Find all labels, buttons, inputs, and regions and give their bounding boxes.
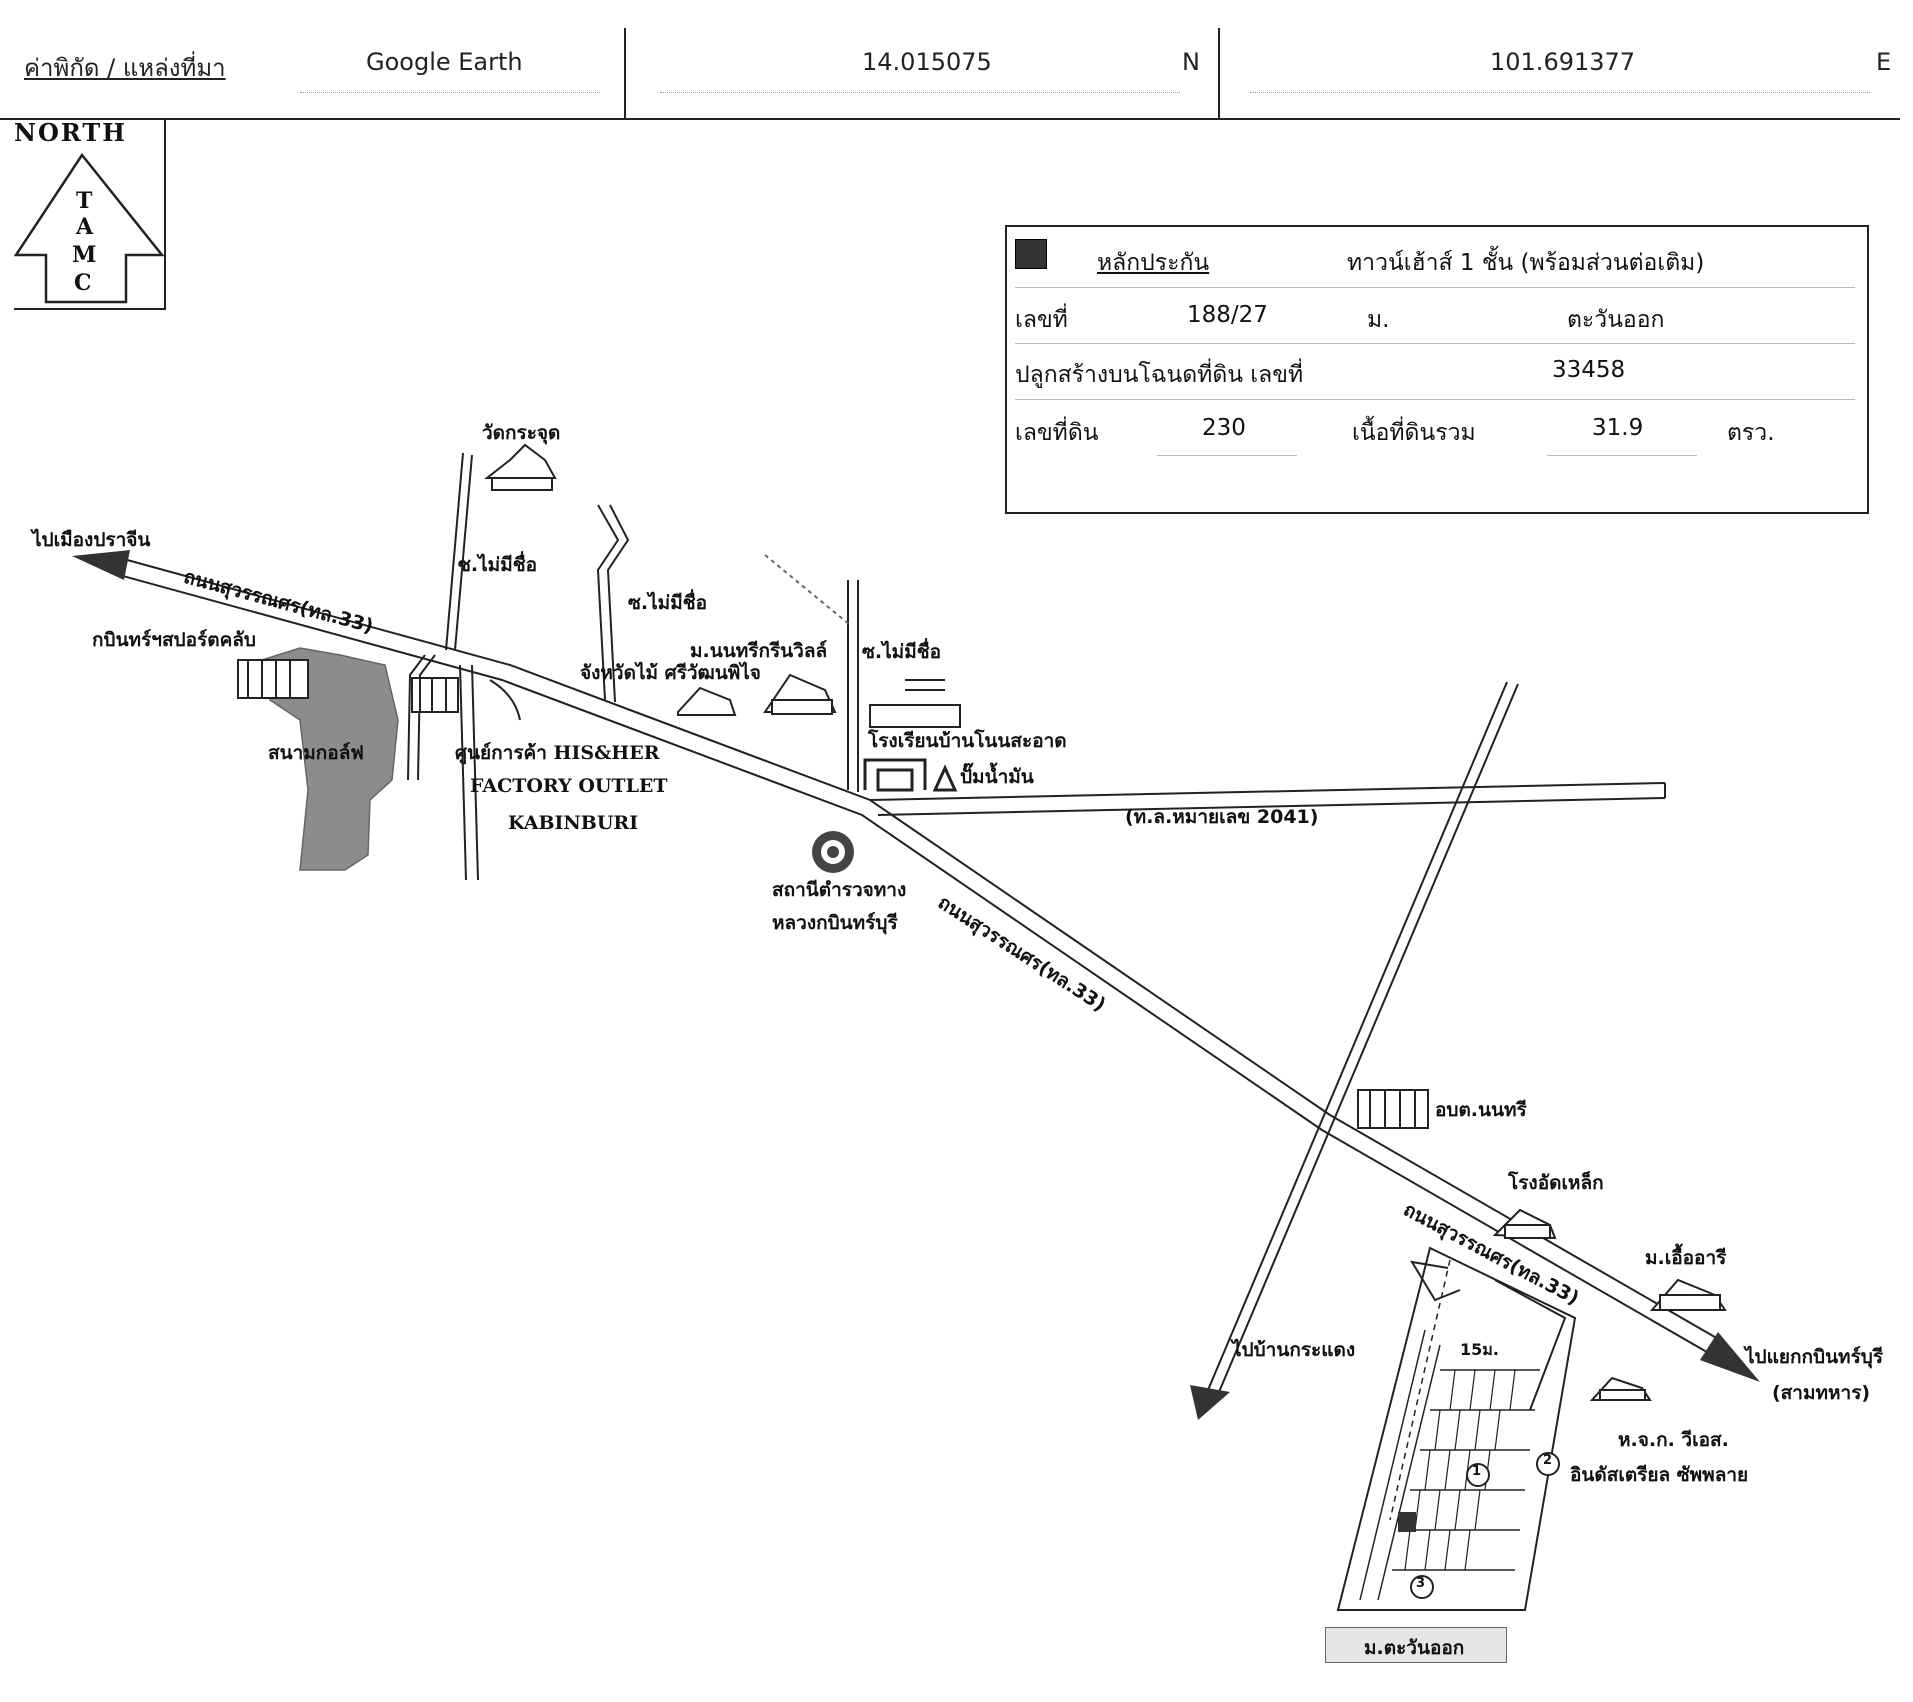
deed-no: 33458 (1552, 357, 1626, 383)
header-rule (1250, 92, 1870, 93)
legend-rule (1015, 287, 1855, 288)
legend-rule (1547, 455, 1697, 456)
subdivision-plan (1336, 1246, 1577, 1611)
deed-label: ปลูกสร้างบนโฉนดที่ดิน เลขที่ (1015, 362, 1304, 388)
longitude-value: 101.691377 (1490, 48, 1636, 76)
source-label: ค่าพิกัด / แหล่งที่มา (24, 54, 226, 82)
marker-2-label: 2 (1543, 1453, 1553, 1468)
land-no-label: เลขที่ดิน (1015, 420, 1099, 446)
temple-icon (484, 443, 557, 491)
project-name-box: ม.ตะวันออก (1325, 1627, 1507, 1663)
north-letter: C (74, 270, 92, 296)
label-garden: จังหวัดไม้ ศรีวัฒนพิไจ (580, 662, 761, 684)
house-no-label: เลขที่ (1015, 307, 1068, 333)
village-name: ตะวันออก (1567, 307, 1665, 333)
latitude-value: 14.015075 (862, 48, 992, 76)
latitude-hemisphere: N (1182, 48, 1200, 76)
marker-2-icon (1536, 1452, 1560, 1476)
school-icon (869, 679, 961, 728)
source-value: Google Earth (366, 48, 523, 76)
marker-1-label: 1 (1472, 1464, 1482, 1479)
north-arrow-frame (14, 120, 166, 310)
north-letter: T (76, 188, 93, 214)
label-company-2: อินดัสเตรียล ซัพพลาย (1570, 1464, 1749, 1486)
area-label: เนื้อที่ดินรวม (1352, 420, 1476, 446)
label-soi-2: ซ.ไม่มีชื่อ (628, 592, 708, 614)
label-village-right: ม.เอื้ออารี (1645, 1247, 1727, 1269)
label-gas-station: ปั๊มน้ำมัน (960, 766, 1034, 788)
marker-1-icon (1466, 1463, 1490, 1487)
area-value: 31.9 (1592, 415, 1644, 441)
factory-icon (1492, 1208, 1557, 1240)
label-police-2: หลวงกบินทร์บุรี (772, 912, 898, 934)
sport-club-icon (237, 659, 309, 699)
header-rule (660, 92, 1180, 93)
label-village-green: ม.นนทรีกรีนวิลล์ (690, 640, 828, 662)
outlet-icon (411, 677, 459, 713)
golf-course-area (261, 647, 399, 871)
road-to-ban-krathae (1207, 681, 1519, 1393)
north-arrow-icon (14, 152, 164, 304)
legend-rule (1015, 343, 1855, 344)
side-roads (407, 452, 859, 881)
north-label: NORTH (14, 118, 127, 147)
label-to-kabinburi-2: (สามทหาร) (1772, 1382, 1871, 1404)
label-obt: อบต.นนทรี (1435, 1099, 1527, 1121)
police-station-icon (812, 831, 854, 873)
label-road-2041: (ท.ล.หมายเลข 2041) (1125, 806, 1319, 828)
area-unit: ตรว. (1727, 420, 1775, 446)
header-bar: ค่าพิกัด / แหล่งที่มา Google Earth 14.01… (0, 0, 1913, 120)
label-outlet-3: KABINBURI (508, 812, 639, 834)
arrow-to-kabinburi-icon (1700, 1332, 1760, 1382)
header-divider (624, 28, 626, 120)
north-letter: A (76, 214, 94, 240)
supply-company-icon (1589, 1376, 1652, 1401)
moo-label: ม. (1367, 307, 1390, 333)
label-outlet-2: FACTORY OUTLET (470, 775, 668, 797)
label-to-ban-krathae: ไปบ้านกระแดง (1232, 1339, 1356, 1361)
marker-3-icon (1410, 1575, 1434, 1599)
house-no: 188/27 (1187, 302, 1268, 328)
label-temple: วัดกระจุด (482, 422, 561, 444)
legend-rule (1015, 399, 1855, 400)
label-company-1: ห.จ.ก. วีเอส. (1618, 1429, 1729, 1451)
arrow-to-ban-krathae-icon (1190, 1385, 1230, 1420)
village-right-icon (1649, 1278, 1727, 1311)
label-police-1: สถานีตำรวจทาง (772, 879, 907, 901)
label-outlet-1: ศูนย์การค้า HIS&HER (455, 742, 660, 764)
collateral-swatch (1015, 239, 1047, 269)
village-green-icon (677, 673, 837, 716)
header-rule (300, 92, 600, 93)
label-soi-3: ซ.ไม่มีชื่อ (862, 641, 942, 663)
label-to-kabinburi-1: ไปแยกกบินทร์บุรี (1745, 1346, 1884, 1368)
legend-rule (1157, 455, 1297, 456)
north-letter: M (72, 242, 97, 268)
label-golf-course: สนามกอล์ฟ (268, 742, 364, 764)
longitude-hemisphere: E (1876, 48, 1892, 76)
label-sport-club: กบินทร์ฯสปอร์ตคลับ (92, 629, 256, 651)
label-factory: โรงอัดเหล็ก (1508, 1172, 1604, 1194)
label-soi-width: 15ม. (1460, 1340, 1499, 1359)
gas-station-icon (863, 758, 958, 792)
collateral-label: หลักประกัน (1097, 250, 1210, 276)
property-type: ทาวน์เฮ้าส์ 1 ชั้น (พร้อมส่วนต่อเติม) (1347, 250, 1705, 276)
marker-3-label: 3 (1416, 1576, 1426, 1591)
land-no: 230 (1202, 415, 1246, 441)
label-soi-1: ซ.ไม่มีชื่อ (458, 554, 538, 576)
subject-plot-marker (1398, 1512, 1416, 1532)
label-to-prachinburi: ไปเมืองปราจีน (32, 529, 151, 551)
obt-building-icon (1357, 1089, 1429, 1129)
road-2041 (869, 782, 1666, 816)
arrow-to-prachinburi-icon (72, 550, 130, 580)
label-project-name: ม.ตะวันออก (1364, 1637, 1465, 1659)
dotted-track (764, 554, 851, 626)
property-legend: หลักประกัน ทาวน์เฮ้าส์ 1 ชั้น (พร้อมส่วน… (1005, 225, 1869, 514)
header-divider (1218, 28, 1220, 120)
label-school: โรงเรียนบ้านโนนสะอาด (868, 730, 1067, 752)
header-underline (0, 118, 1900, 120)
